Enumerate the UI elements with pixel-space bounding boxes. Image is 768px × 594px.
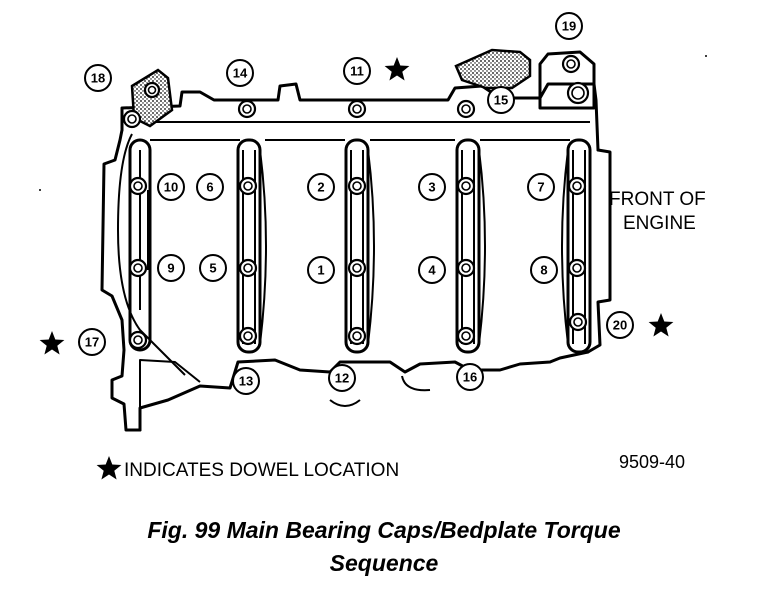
bearing-web-5 [561, 138, 592, 354]
bearing-web-1 [128, 138, 152, 352]
bolt-head [456, 326, 476, 346]
bolt-heads [122, 54, 590, 350]
bolt-head [561, 54, 581, 74]
bolt-head [347, 176, 367, 196]
stray-mark [39, 189, 41, 191]
callout-5-label: 5 [209, 261, 216, 276]
callout-6-label: 6 [206, 180, 213, 195]
callout-16-label: 16 [463, 370, 477, 385]
callout-1-label: 1 [317, 263, 324, 278]
callout-17-label: 17 [85, 335, 99, 350]
callout-13-label: 13 [239, 374, 253, 389]
callout-10: 10 [157, 173, 185, 201]
bolt-head [238, 258, 258, 278]
bearing-web-3 [344, 138, 375, 354]
callout-6: 6 [196, 173, 224, 201]
figure-caption-line1: Fig. 99 Main Bearing Caps/Bedplate Torqu… [147, 517, 621, 543]
front-of-engine-label-line1: FRONT OF [609, 189, 706, 210]
bolt-head [567, 176, 587, 196]
callout-15-label: 15 [494, 93, 508, 108]
callout-15: 15 [487, 86, 515, 114]
bolt-head [456, 258, 476, 278]
bolt-head [347, 99, 367, 119]
bearing-web-2 [236, 138, 267, 354]
callout-14: 14 [226, 59, 254, 87]
callout-19: 19 [555, 12, 583, 40]
callout-2-label: 2 [317, 180, 324, 195]
callout-11-label: 11 [350, 64, 364, 79]
callout-1: 1 [307, 256, 335, 284]
callout-20-label: 20 [613, 318, 627, 333]
callout-17: 17 [78, 328, 106, 356]
callout-7: 7 [527, 173, 555, 201]
bolt-head [128, 330, 148, 350]
bolt-head [238, 326, 258, 346]
callout-5: 5 [199, 254, 227, 282]
callout-2: 2 [307, 173, 335, 201]
callout-4-label: 4 [428, 263, 436, 278]
bolt-head [128, 176, 148, 196]
bolt-head [456, 99, 476, 119]
front-of-engine-label-line2: ENGINE [623, 213, 696, 234]
star-icon [384, 57, 410, 81]
callout-3: 3 [418, 173, 446, 201]
bolt-head [143, 81, 161, 99]
callout-8-label: 8 [540, 263, 547, 278]
stray-mark [705, 55, 707, 57]
dowel-legend-text: INDICATES DOWEL LOCATION [124, 460, 399, 481]
bolt-head [347, 326, 367, 346]
callout-18-label: 18 [91, 71, 105, 86]
callout-7-label: 7 [537, 180, 544, 195]
bolt-head [567, 258, 587, 278]
bolt-head [347, 258, 367, 278]
callout-13: 13 [232, 367, 260, 395]
bedplate-outline [100, 82, 612, 432]
callout-19-label: 19 [562, 19, 576, 34]
callout-18: 18 [84, 64, 112, 92]
callout-9-label: 9 [167, 261, 174, 276]
callout-12: 12 [328, 364, 356, 392]
bolt-head [566, 81, 590, 105]
callout-9: 9 [157, 254, 185, 282]
bolt-head [456, 176, 476, 196]
bolt-head [237, 99, 257, 119]
callout-3-label: 3 [428, 180, 435, 195]
callout-20: 20 [606, 311, 634, 339]
star-icon [39, 331, 65, 355]
right-bolt-boss [538, 50, 596, 110]
bolt-head [238, 176, 258, 196]
callout-14-label: 14 [233, 66, 248, 81]
bolt-head [568, 312, 588, 332]
callout-10-label: 10 [164, 180, 178, 195]
bolt-head [122, 109, 142, 129]
bearing-web-4 [455, 138, 486, 354]
star-icon [96, 456, 122, 480]
figure-caption-line2: Sequence [329, 550, 439, 576]
callout-8: 8 [530, 256, 558, 284]
star-icon [648, 313, 674, 337]
callout-11: 11 [343, 57, 371, 85]
callout-12-label: 12 [335, 371, 349, 386]
right-corner-lug [454, 48, 532, 90]
bolt-head [128, 258, 148, 278]
callout-4: 4 [418, 256, 446, 284]
figure-reference-number: 9509-40 [619, 452, 685, 472]
callout-16: 16 [456, 363, 484, 391]
